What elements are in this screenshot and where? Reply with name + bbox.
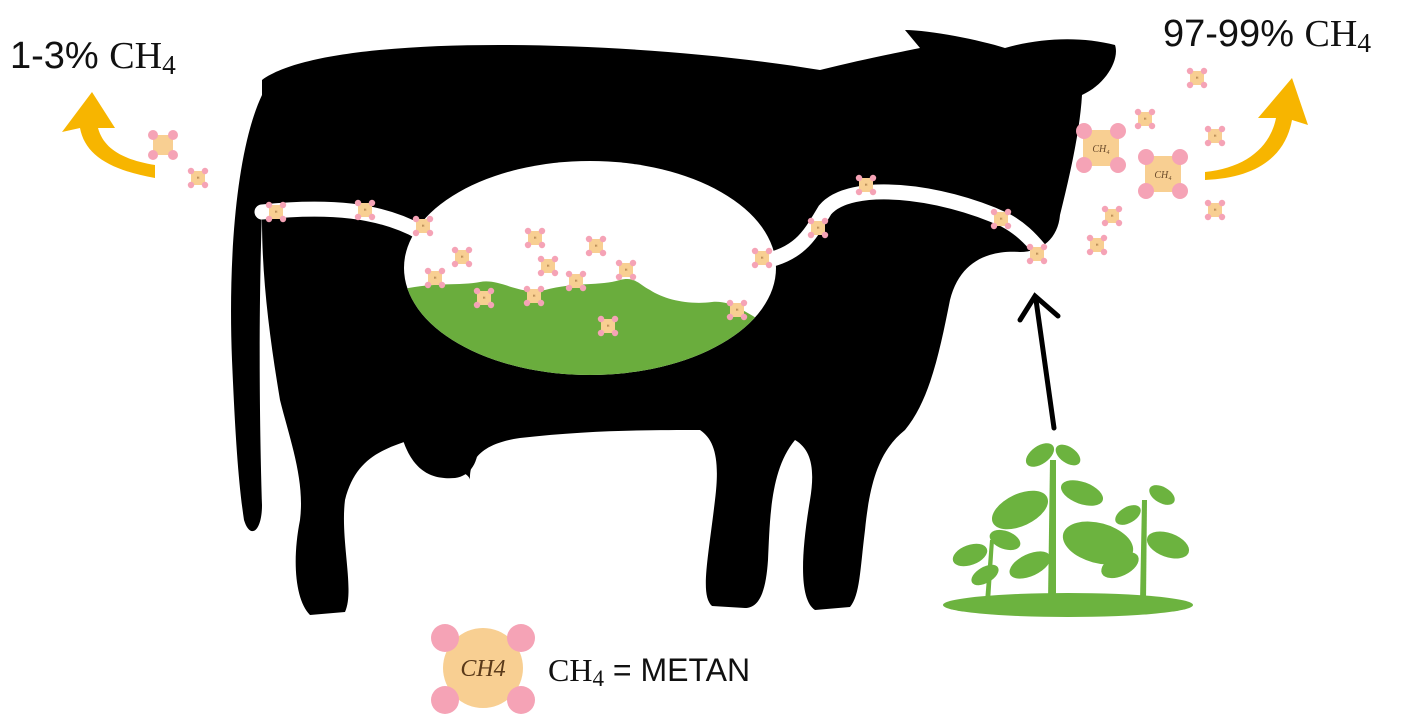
svg-text:CH₄: CH₄ [1154, 170, 1172, 181]
left-formula-sub: 4 [162, 50, 176, 80]
legend-formula-sub: 4 [592, 665, 604, 691]
svg-text:CH₄: CH₄ [1092, 144, 1110, 155]
right-percent: 97-99% [1163, 13, 1294, 55]
legend-molecule-label: CH4 [460, 656, 505, 682]
legend-molecule-icon: CH4 [431, 624, 535, 714]
left-emission-label: 1-3% CH4 [10, 34, 176, 81]
left-formula-base: CH [109, 35, 162, 77]
legend-equals: = METAN [613, 652, 750, 688]
straight-arrow-icon [1020, 296, 1058, 428]
legend-formula-base: CH [548, 652, 592, 688]
legend-text: CH4 = METAN [548, 652, 750, 692]
curved-arrow-left-icon [62, 92, 155, 178]
right-formula-base: CH [1305, 13, 1358, 55]
right-formula-sub: 4 [1357, 28, 1371, 58]
left-percent: 1-3% [10, 35, 99, 77]
right-emission-label: 97-99% CH4 [1163, 12, 1371, 59]
plant-icon [943, 438, 1193, 617]
